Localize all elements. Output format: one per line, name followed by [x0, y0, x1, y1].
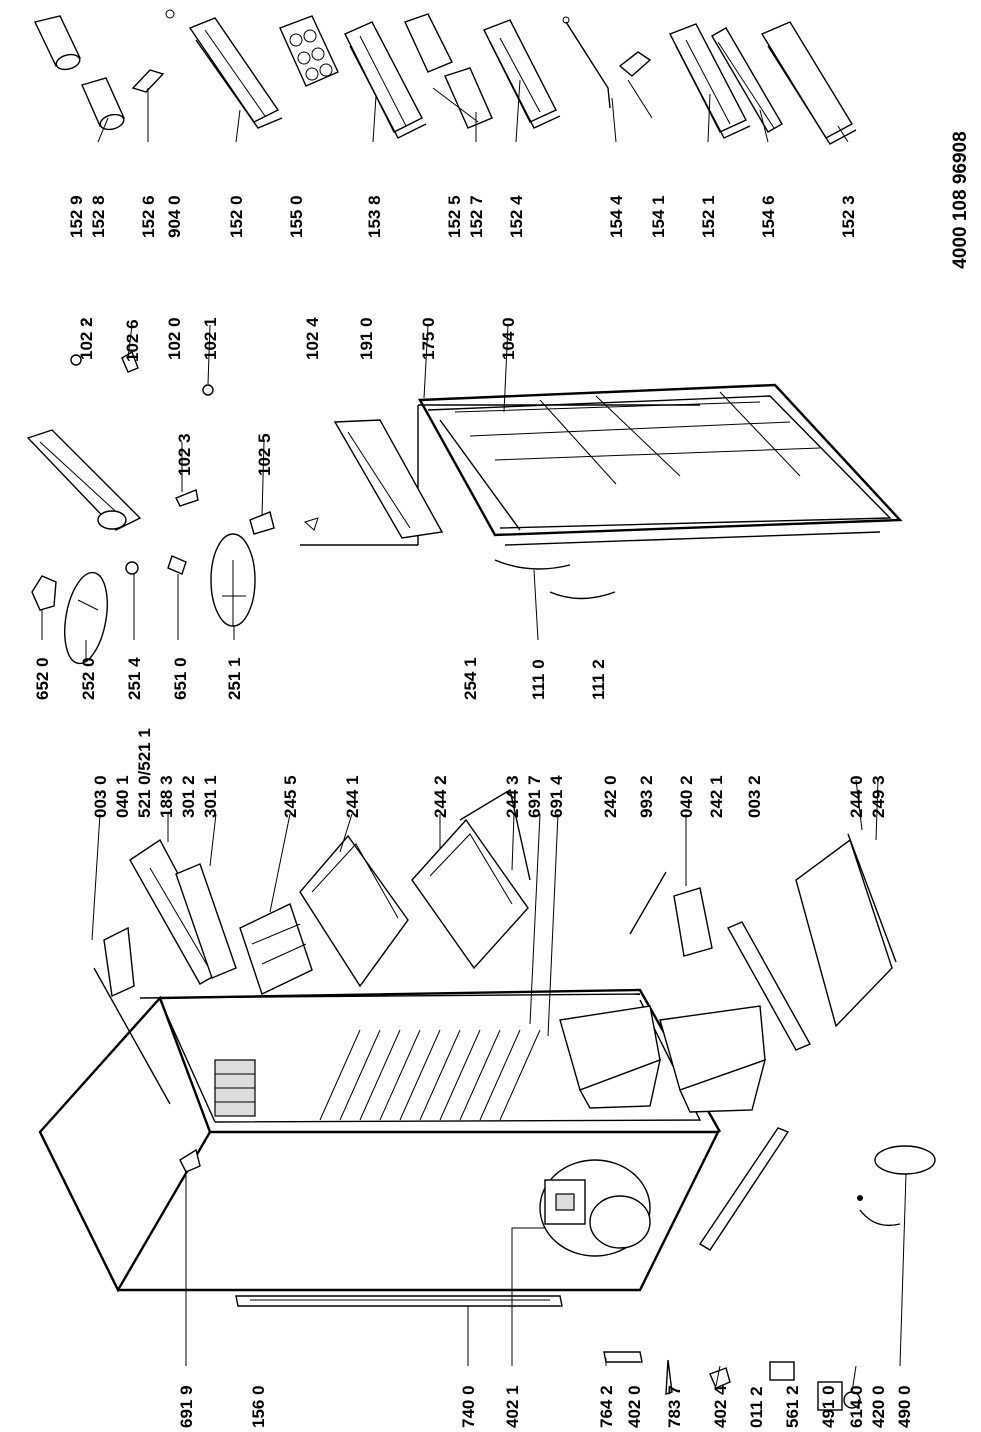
door-accessories-drawing — [33, 9, 857, 145]
document-number: 4000 108 96908 — [950, 131, 971, 268]
label-301-1: 301 1 — [201, 775, 220, 818]
label-152-0: 152 0 — [227, 195, 246, 238]
label-245-5: 245 5 — [281, 775, 300, 818]
label-152-4: 152 4 — [507, 195, 526, 238]
label-561-2: 561 2 — [783, 1385, 802, 1428]
label-156-0: 156 0 — [249, 1385, 268, 1428]
label-249-3: 249 3 — [869, 775, 888, 818]
label-111-2: 111 2 — [589, 659, 608, 700]
label-155-0: 155 0 — [287, 195, 306, 238]
label-188-3: 188 3 — [157, 775, 176, 818]
label-102-3: 102 3 — [175, 433, 194, 476]
label-420-0: 420 0 — [869, 1385, 888, 1428]
label-491-0: 491 0 — [819, 1385, 838, 1428]
part-number-labels: 4000 108 96908 152 9 152 8 152 6 904 0 1… — [33, 131, 971, 1428]
label-521-0-521-1: 521 0/521 1 — [135, 728, 154, 818]
label-614-0: 614 0 — [847, 1385, 866, 1428]
leader-lines — [41, 79, 907, 1393]
label-691-4: 691 4 — [547, 775, 566, 818]
label-011-2: 011 2 — [747, 1386, 766, 1428]
label-242-0: 242 0 — [601, 775, 620, 818]
label-152-9: 152 9 — [67, 195, 86, 238]
label-102-5: 102 5 — [255, 433, 274, 476]
label-764-2: 764 2 — [597, 1385, 616, 1428]
label-783-7: 783 7 — [665, 1385, 684, 1428]
label-102-6: 102 6 — [123, 319, 142, 362]
label-244-0: 244 0 — [847, 775, 866, 818]
label-152-5: 152 5 — [445, 195, 464, 238]
label-402-1: 402 1 — [503, 1385, 522, 1428]
label-102-1: 102 1 — [201, 317, 220, 360]
label-490-0: 490 0 — [895, 1385, 914, 1428]
label-153-8: 153 8 — [365, 195, 384, 238]
label-651-0: 651 0 — [171, 657, 190, 700]
part-drawings — [26, 9, 936, 1411]
label-402-0: 402 0 — [625, 1385, 644, 1428]
label-152-1: 152 1 — [699, 195, 718, 238]
label-652-0: 652 0 — [33, 657, 52, 700]
label-691-9: 691 9 — [177, 1385, 196, 1428]
label-244-1: 244 1 — [343, 775, 362, 818]
label-191-0: 191 0 — [357, 317, 376, 360]
label-402-4: 402 4 — [711, 1385, 730, 1428]
label-242-1: 242 1 — [707, 775, 726, 818]
label-040-2: 040 2 — [677, 775, 696, 818]
label-691-7: 691 7 — [525, 775, 544, 818]
label-102-4: 102 4 — [303, 317, 322, 360]
label-040-1: 040 1 — [113, 775, 132, 818]
label-003-2: 003 2 — [745, 775, 764, 818]
label-904-0: 904 0 — [165, 195, 184, 238]
label-251-4: 251 4 — [125, 657, 144, 700]
label-102-2: 102 2 — [77, 317, 96, 360]
label-111-0: 111 0 — [529, 659, 548, 700]
shelves-drawing — [129, 788, 897, 1051]
label-244-3: 244 3 — [503, 775, 522, 818]
label-254-1: 254 1 — [461, 657, 480, 700]
label-154-6: 154 6 — [759, 195, 778, 238]
label-252-0: 252 0 — [79, 657, 98, 700]
label-003-0: 003 0 — [91, 775, 110, 818]
label-154-4: 154 4 — [607, 195, 626, 238]
label-102-0: 102 0 — [165, 317, 184, 360]
label-740-0: 740 0 — [459, 1385, 478, 1428]
label-152-3: 152 3 — [839, 195, 858, 238]
label-152-6: 152 6 — [139, 195, 158, 238]
label-154-1: 154 1 — [649, 195, 668, 238]
label-175-0: 175 0 — [419, 317, 438, 360]
label-152-8: 152 8 — [89, 195, 108, 238]
cabinet-body-drawing — [38, 926, 936, 1411]
label-993-2: 993 2 — [637, 775, 656, 818]
label-251-1: 251 1 — [225, 657, 244, 700]
label-301-2: 301 2 — [179, 775, 198, 818]
label-104-0: 104 0 — [499, 317, 518, 360]
door-assembly-drawing — [26, 350, 903, 665]
label-244-2: 244 2 — [431, 775, 450, 818]
label-152-7: 152 7 — [467, 195, 486, 238]
